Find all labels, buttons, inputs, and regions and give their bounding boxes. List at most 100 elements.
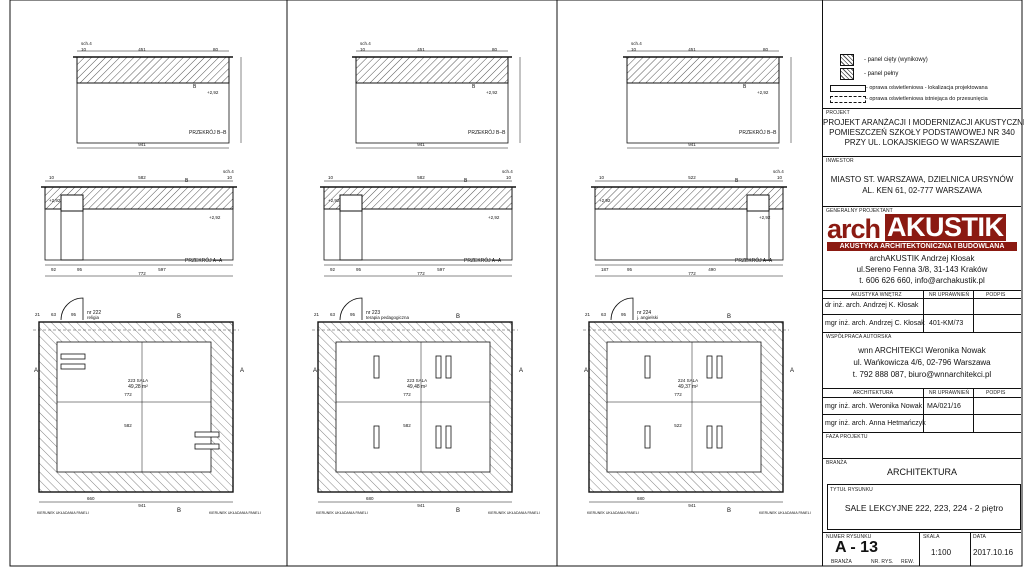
- coop-line-3: t. 792 888 087, biuro@wnnarchitekci.pl: [852, 370, 992, 379]
- plan-room-name: terapia pedagogiczna: [366, 315, 410, 320]
- plan-tag-b-bottom: B: [177, 508, 181, 514]
- plan-inner-dim: 522: [674, 423, 682, 428]
- plan-light-fixture: [60, 353, 86, 360]
- section-aa-scale-mark: sch.4: [223, 169, 234, 174]
- person-arch-2: mgr inż. arch. Anna Hetmańczyk: [825, 420, 926, 427]
- section-aa-tag: B: [464, 178, 468, 184]
- section-aa-scale-mark: sch.4: [773, 169, 784, 174]
- section-aa-bdim-3: 490: [708, 267, 716, 272]
- sheet-sub-rev: REW.: [901, 559, 915, 565]
- section-aa-tag: B: [735, 178, 739, 184]
- plan-light-fixture: [373, 425, 380, 449]
- plan-room-area: 49,28 m²: [128, 384, 148, 390]
- section-bb-dim-right: 80: [492, 47, 498, 52]
- drawing-title-box: TYTUŁ RYSUNKU SALE LEKCYJNE 222, 223, 22…: [827, 484, 1021, 530]
- section-aa-bdim-1: 92: [51, 267, 57, 272]
- title-block: PROJEKT PROJEKT ARANŻACJI I MODERNIZACJI…: [822, 0, 1024, 566]
- section-aa-level-left: +2,92: [599, 198, 611, 203]
- plan-inner-field: [335, 341, 491, 473]
- section-bb-total: 941: [417, 142, 425, 147]
- plan-light-fixture: [706, 355, 713, 379]
- plan-door-swing: [60, 297, 84, 321]
- section-aa-scale-mark: sch.4: [502, 169, 513, 174]
- plan-mid-dim: 772: [674, 392, 682, 397]
- project-line-3: PRZY UL. LOKAJSKIEGO W WARSZAWIE: [844, 138, 1000, 147]
- section-bb-scale-mark: sch.4: [81, 41, 92, 46]
- plan-room-area-label: 223 SALA: [407, 378, 427, 383]
- plan-light-fixture: [194, 443, 220, 450]
- section-aa-bdim-3: 597: [158, 267, 166, 272]
- sheet-number-label: NUMER RYSUNKU: [826, 534, 872, 540]
- col-podpis-2: PODPIS: [986, 390, 1006, 396]
- legend-line-existing: [830, 96, 866, 103]
- plan-room-area-label: 223 SALA: [128, 378, 148, 383]
- coop-label: WSPÓŁPRACA AUTORSKA: [826, 334, 892, 340]
- plan-room-area-label: 224 SALA: [678, 378, 698, 383]
- investor-line-2: AL. KEN 61, 02-777 WARSZAWA: [862, 186, 982, 195]
- section-bb-level: +2,92: [757, 90, 769, 95]
- section-aa-bdim-2: 95: [627, 267, 633, 272]
- archakustik-logo: arch AKUSTIK AKUSTYKA ARCHITEKTONICZNA I…: [827, 214, 1017, 252]
- plan-note-left: KIERUNEK UKŁADANIA PANELI: [587, 511, 639, 515]
- section-aa-door: [746, 210, 770, 261]
- plan-tag-b-bottom: B: [727, 508, 731, 514]
- project-label: PROJEKT: [826, 110, 850, 116]
- section-aa-tag: B: [185, 178, 189, 184]
- sheet-sub-nr: NR. RYS.: [871, 559, 894, 565]
- section-bb-dim-left: 10: [81, 47, 87, 52]
- section-bb-scale-mark: sch.4: [631, 41, 642, 46]
- section-bb-dim-mid: 451: [417, 47, 425, 52]
- plan-light-fixture: [194, 431, 220, 438]
- section-bb-tag: B: [193, 84, 197, 90]
- legend-text-new: - oprawa oświetleniowa - lokalizacja pro…: [866, 85, 988, 91]
- section-aa-dim-right: 10: [227, 175, 233, 180]
- plan-bottom-dim: 680: [366, 496, 374, 501]
- plan-light-fixture: [445, 355, 452, 379]
- legend-text-cut: - panel cięty (wynikowy): [864, 57, 928, 63]
- plan-note-left: KIERUNEK UKŁADANIA PANELI: [37, 511, 89, 515]
- plan-top-dim-2: 63: [601, 312, 607, 317]
- section-bb-total: 941: [138, 142, 146, 147]
- section-bb-dim-right: 80: [763, 47, 769, 52]
- section-bb-level: +2,92: [486, 90, 498, 95]
- sheet-number: A - 13: [835, 539, 878, 556]
- col-uprawnien: NR UPRAWNIEŃ: [929, 292, 970, 298]
- section-aa-label: PRZEKRÓJ A–A: [464, 257, 502, 264]
- plan-light-fixture: [706, 425, 713, 449]
- section-aa-window: [60, 194, 84, 212]
- section-aa-label: PRZEKRÓJ A–A: [185, 257, 223, 264]
- plan-inner-dim: 582: [124, 423, 132, 428]
- person-arch-1: mgr inż. arch. Weronika Nowak: [825, 403, 923, 410]
- designer-line-1: archAKUSTIK Andrzej Kłosak: [869, 254, 975, 263]
- plan-top-dim-2: 63: [51, 312, 57, 317]
- plan-light-fixture: [716, 355, 723, 379]
- section-aa-level-right: +2,92: [488, 215, 500, 220]
- section-bb-panels: [76, 56, 230, 84]
- person-akustyka-1: dr inż. arch. Andrzej K. Kłosak: [825, 302, 919, 309]
- section-bb-label: PRZEKRÓJ B–B: [189, 129, 227, 136]
- section-aa-bdim-3: 597: [437, 267, 445, 272]
- plan-note-right: KIERUNEK UKŁADANIA PANELI: [488, 511, 540, 515]
- plan-room-number: nr 224: [637, 310, 651, 316]
- section-aa-total: 772: [138, 271, 146, 276]
- plan-door-swing: [339, 297, 363, 321]
- plan-tag-a-right: A: [240, 368, 244, 374]
- section-bb-label: PRZEKRÓJ B–B: [468, 129, 506, 136]
- section-bb-dim-mid: 451: [138, 47, 146, 52]
- plan-top-dim-2: 63: [330, 312, 336, 317]
- plan-room-name: religia: [87, 315, 100, 320]
- plan-tag-a-left: A: [584, 368, 588, 374]
- section-aa-dim-right: 10: [777, 175, 783, 180]
- plan-door-swing: [610, 297, 634, 321]
- plan-room-area: 49,37 m²: [678, 384, 698, 390]
- plan-top-dim-1: 21: [314, 312, 320, 317]
- scale-value: 1:100: [931, 548, 952, 557]
- plan-tag-b-bottom: B: [456, 508, 460, 514]
- plan-tag-b-top: B: [456, 314, 460, 320]
- col-uprawnien-2: NR UPRAWNIEŃ: [929, 390, 970, 396]
- plan-room-number: nr 222: [87, 310, 101, 316]
- designer-label: GENERALNY PROJEKTANT: [826, 208, 893, 214]
- plan-mid-dim: 772: [403, 392, 411, 397]
- plan-light-fixture: [644, 425, 651, 449]
- license-arch-1: MA/021/16: [927, 403, 961, 410]
